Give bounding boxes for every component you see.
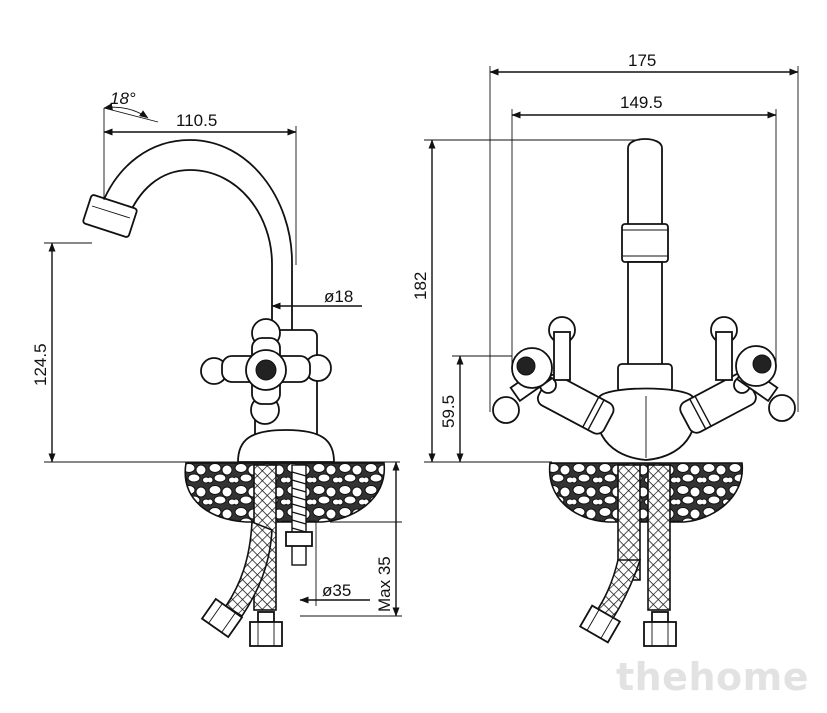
cross-handle-right — [710, 316, 796, 422]
hose-bent-side — [224, 520, 273, 618]
dim-overall-width: 175 — [628, 51, 656, 70]
faucet-base — [237, 429, 335, 463]
hose-nut-front-2 — [578, 604, 622, 644]
spout — [100, 139, 293, 333]
dim-spout-height: 124.5 — [31, 343, 50, 386]
dim-max-thickness: Max 35 — [375, 556, 394, 612]
stone-countertop-side — [184, 462, 385, 523]
side-view — [82, 139, 385, 647]
front-view-dimensions — [424, 66, 799, 463]
dim-handle-height: 59.5 — [439, 395, 458, 428]
cross-handle-side — [200, 318, 332, 425]
front-view — [492, 138, 796, 647]
mounting-nut — [285, 531, 313, 547]
spout-stem — [627, 261, 663, 367]
aerator — [82, 194, 138, 238]
dim-spout-reach: 110.5 — [176, 111, 217, 130]
dim-base-diameter: ø35 — [322, 581, 351, 600]
spout-column — [627, 138, 663, 227]
stone-countertop-front — [548, 462, 743, 523]
dim-spout-angle: 18° — [110, 89, 136, 108]
hose-nut-side-2 — [200, 597, 244, 639]
cross-handle-left — [492, 316, 576, 424]
dim-handle-span: 149.5 — [620, 93, 663, 112]
watermark-logo: thehome — [615, 655, 809, 699]
hose-nut-front-1 — [643, 621, 677, 647]
side-view-dimensions — [44, 103, 402, 617]
dim-overall-height: 182 — [411, 272, 430, 300]
hose-nut-side-1 — [249, 621, 283, 647]
hose-right-front — [647, 464, 671, 611]
dim-spout-diameter: ø18 — [324, 287, 353, 306]
